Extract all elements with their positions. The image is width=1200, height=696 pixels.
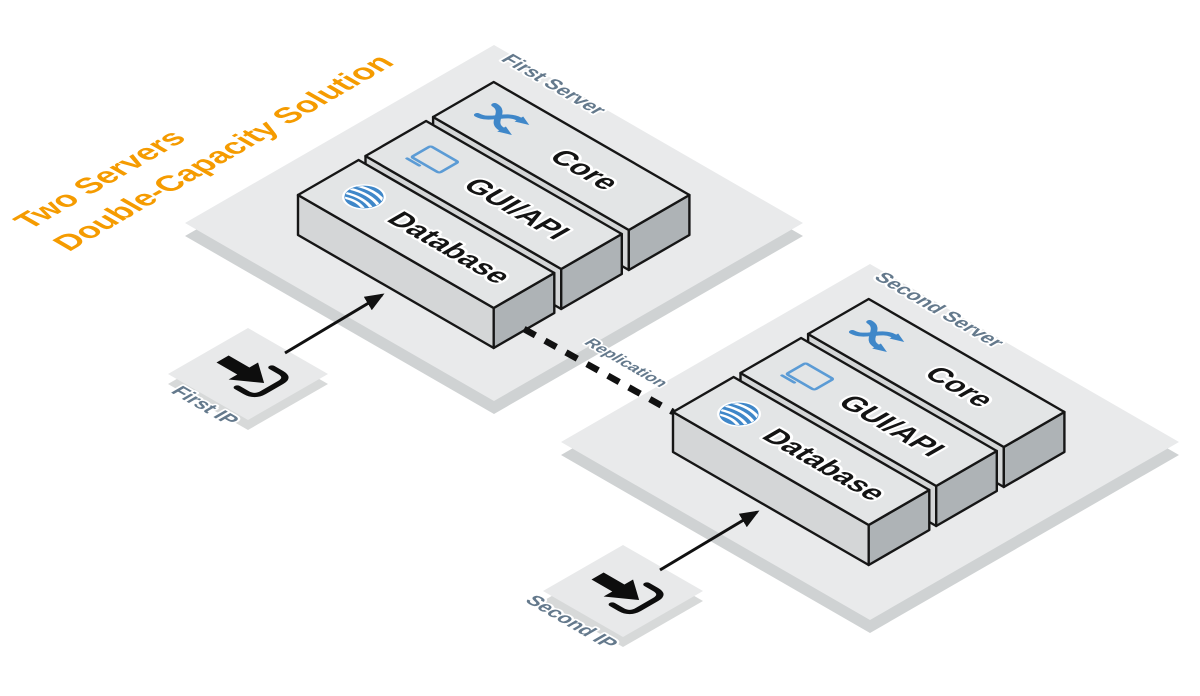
first-ip-arrow — [284, 293, 385, 355]
database-icon — [714, 401, 762, 429]
monitor-icon — [405, 145, 460, 174]
second-server-stack: Core GUI/API Database — [671, 297, 1066, 567]
shuffle-icon — [473, 103, 530, 135]
monitor-icon — [780, 362, 835, 391]
shuffle-icon — [848, 320, 905, 352]
sign-in-icon — [591, 572, 664, 615]
first-server-stack: Core GUI/API Database — [296, 80, 691, 350]
replication-line — [522, 326, 675, 415]
sign-in-icon — [216, 355, 289, 398]
database-icon — [339, 184, 387, 212]
replication-label: Replication — [580, 336, 673, 389]
second-ip-arrow — [659, 510, 760, 572]
